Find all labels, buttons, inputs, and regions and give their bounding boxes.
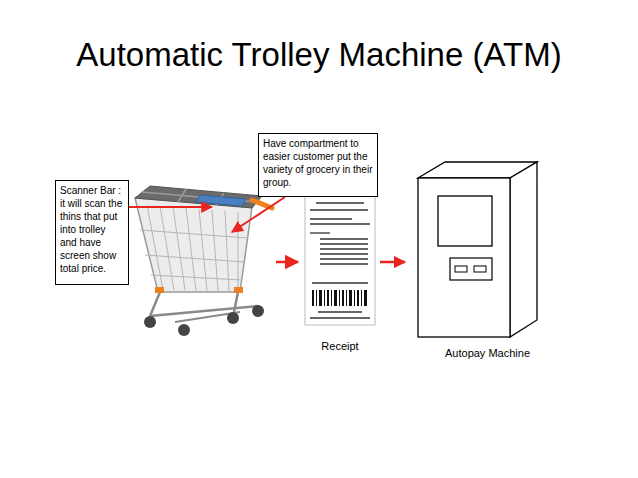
- bar: [319, 290, 322, 306]
- print-line: [320, 248, 368, 249]
- machine-side: [510, 162, 537, 337]
- print-line: [310, 218, 352, 219]
- machine-screen: [438, 196, 492, 246]
- wire: [145, 255, 245, 262]
- trolley-corner: [155, 287, 164, 293]
- print-line: [310, 209, 368, 210]
- bar: [364, 290, 367, 306]
- trolley-wheel: [178, 324, 190, 336]
- machine-front: [418, 178, 510, 337]
- bar: [342, 290, 344, 306]
- wire: [173, 207, 185, 290]
- autopay-machine: Autopay Machine: [405, 160, 570, 360]
- barcode: [312, 290, 367, 306]
- wire: [147, 205, 163, 290]
- wire: [160, 206, 174, 290]
- bar: [357, 290, 359, 306]
- print-line: [320, 263, 368, 264]
- print-line: [310, 223, 370, 224]
- print-line: [320, 238, 368, 239]
- wire: [186, 208, 196, 291]
- callout-box: Scanner Bar :it will scan the thins that…: [55, 180, 129, 285]
- trolley-wheel: [252, 305, 264, 317]
- machine-slot: [455, 266, 467, 272]
- compartments: [135, 186, 262, 208]
- trolley-wheel: [227, 312, 239, 324]
- scanner-screen: [196, 195, 246, 206]
- node-text: Autopay Machine: [445, 347, 530, 360]
- print-line: [310, 317, 370, 318]
- trolley-corner: [234, 287, 243, 293]
- print-line: [320, 243, 368, 244]
- wire: [199, 209, 207, 291]
- machine-slot: [474, 266, 486, 272]
- basket-wires: [140, 205, 248, 291]
- print-line: [310, 232, 330, 233]
- node-text: Have compartment to easier customer put …: [263, 137, 373, 189]
- print-line: [320, 258, 368, 259]
- trolley-base: [150, 306, 258, 316]
- bar: [339, 290, 340, 306]
- node-text: Scanner Bar :: [60, 184, 124, 197]
- print-line: [320, 253, 368, 254]
- bar: [312, 290, 314, 306]
- wire: [238, 212, 239, 291]
- bar: [349, 290, 352, 306]
- print-line: [316, 202, 364, 203]
- slide-title: Automatic Trolley Machine (ATM): [0, 36, 638, 74]
- trolley-leg: [150, 292, 160, 316]
- print-line: [312, 282, 368, 283]
- leader-arrow: [232, 197, 285, 232]
- node-body: it will scan the thins that put into tro…: [60, 197, 124, 275]
- bar: [334, 290, 337, 306]
- node-text: Receipt: [321, 340, 358, 353]
- bar: [324, 290, 325, 306]
- bar: [327, 290, 329, 306]
- leader-arrow: [128, 206, 212, 208]
- flow-arrow: [380, 261, 405, 264]
- wire: [151, 275, 242, 280]
- print-line: [318, 311, 362, 312]
- receipt-print: [310, 191, 370, 318]
- bar: [346, 290, 347, 306]
- flow-arrow: [276, 261, 298, 264]
- trolley-basket: [135, 198, 252, 292]
- bar: [331, 290, 332, 306]
- receipt: Receipt: [300, 183, 380, 353]
- bar: [354, 290, 355, 306]
- receipt-paper: [305, 185, 375, 325]
- bar: [316, 290, 317, 306]
- trolley-wheel: [144, 316, 156, 328]
- machine-panel: [450, 258, 492, 280]
- callout-box: Have compartment to easier customer put …: [258, 133, 378, 197]
- bar: [361, 290, 362, 306]
